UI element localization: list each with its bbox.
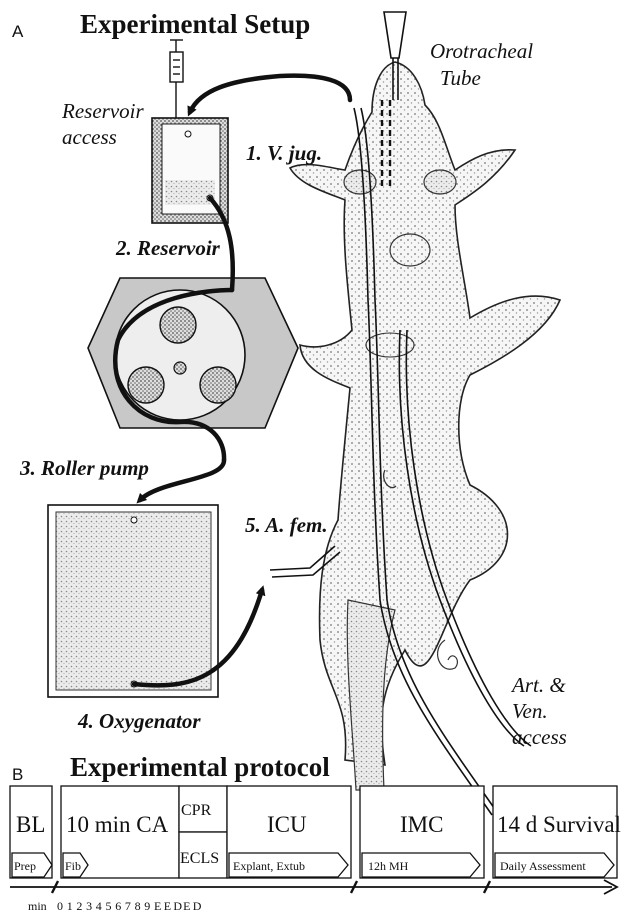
timeline-tick-1: 1 bbox=[67, 899, 73, 913]
label-v-jug: 1. V. jug. bbox=[246, 141, 322, 165]
label-orotracheal-1: Orotracheal bbox=[430, 39, 533, 63]
label-oxygenator: 4. Oxygenator bbox=[77, 709, 201, 733]
timeline-tick-14: D bbox=[193, 899, 202, 913]
roller-pump bbox=[88, 278, 298, 428]
rat-body bbox=[290, 62, 560, 765]
text-daily: Daily Assessment bbox=[500, 859, 586, 873]
text-fib: Fib bbox=[65, 859, 81, 873]
timeline-tick-3: 3 bbox=[86, 899, 92, 913]
panel-a-letter: A bbox=[12, 22, 24, 41]
text-prep: Prep bbox=[14, 859, 36, 873]
timeline-tick-11: E bbox=[164, 899, 171, 913]
oxygenator bbox=[48, 505, 218, 697]
timeline-tick-5: 5 bbox=[106, 899, 112, 913]
label-art-1: Art. & bbox=[510, 673, 566, 697]
timeline-tick-0: 0 bbox=[57, 899, 63, 913]
label-art-2: Ven. bbox=[512, 699, 548, 723]
timeline-tick-7: 7 bbox=[125, 899, 131, 913]
timeline-tick-13: E bbox=[183, 899, 190, 913]
text-ecls: ECLS bbox=[180, 850, 219, 867]
panel-a-title: Experimental Setup bbox=[80, 9, 310, 39]
label-orotracheal-2: Tube bbox=[440, 66, 481, 90]
protocol-timeline bbox=[10, 786, 617, 894]
text-ca: 10 min CA bbox=[66, 812, 169, 837]
timeline-tick-2: 2 bbox=[76, 899, 82, 913]
text-cpr: CPR bbox=[181, 802, 212, 819]
timeline-tick-8: 8 bbox=[135, 899, 141, 913]
timeline-tick-4: 4 bbox=[96, 899, 102, 913]
rat-ear-right bbox=[424, 170, 456, 194]
rat-tail bbox=[347, 600, 395, 790]
text-mh: 12h MH bbox=[368, 859, 409, 873]
text-icu: ICU bbox=[267, 812, 307, 837]
timeline-tick-9: 9 bbox=[144, 899, 150, 913]
timeline-tick-6: 6 bbox=[115, 899, 121, 913]
label-art-3: access bbox=[512, 725, 567, 749]
panel-b-title: Experimental protocol bbox=[70, 752, 330, 782]
text-survival: 14 d Survival bbox=[497, 812, 621, 837]
rat-scrotum bbox=[438, 640, 458, 669]
text-explant: Explant, Extub bbox=[233, 859, 305, 873]
timeline-tick-12: D bbox=[173, 899, 182, 913]
timeline-unit: min bbox=[28, 899, 47, 913]
panel-b-letter: B bbox=[12, 765, 23, 784]
label-reservoir: 2. Reservoir bbox=[115, 236, 221, 260]
label-a-fem: 5. A. fem. bbox=[245, 513, 328, 537]
text-bl: BL bbox=[16, 812, 45, 837]
timeline-tick-10: E bbox=[154, 899, 161, 913]
label-reservoir-access-1: Reservoir bbox=[61, 99, 144, 123]
timeline-ticks: 0123456789EEDED bbox=[57, 899, 202, 913]
text-imc: IMC bbox=[400, 812, 443, 837]
label-roller-pump: 3. Roller pump bbox=[19, 456, 149, 480]
label-reservoir-access-2: access bbox=[62, 125, 117, 149]
